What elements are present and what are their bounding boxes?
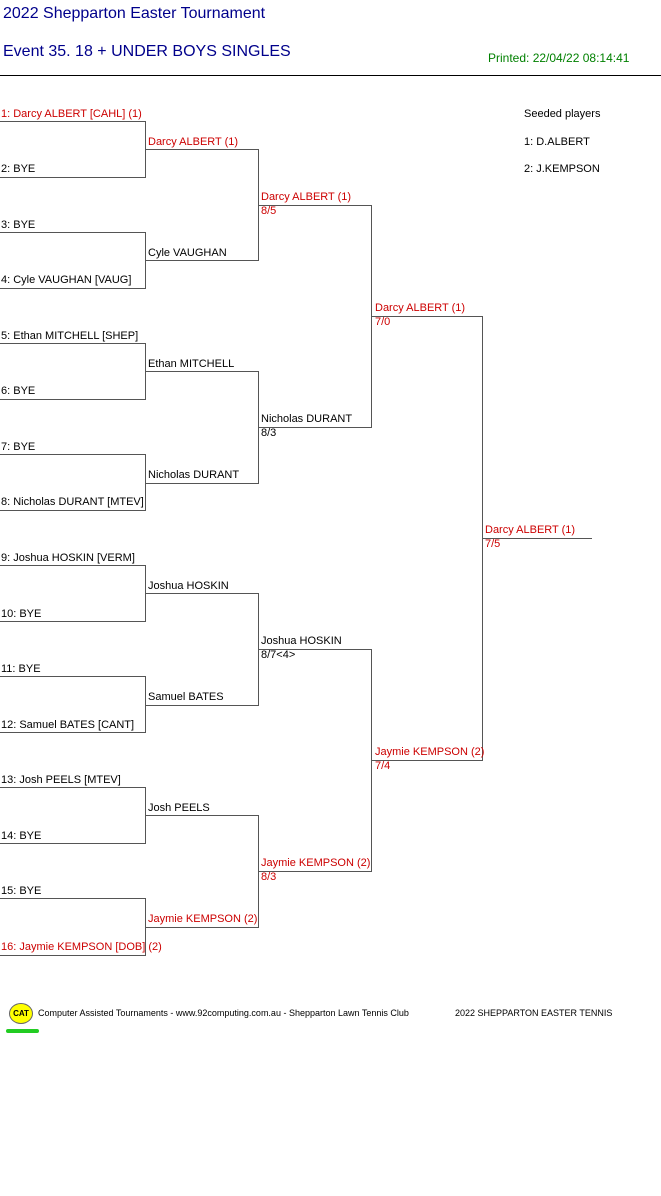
round2-winner: Samuel BATES	[148, 691, 224, 703]
semifinal-winner: Jaymie KEMPSON (2)	[375, 746, 485, 758]
round2-winner: Darcy ALBERT (1)	[148, 136, 239, 148]
draw-slot-2: 2: BYE	[1, 163, 36, 175]
round2-winner: Joshua HOSKIN	[148, 580, 229, 592]
draw-slot-13: 13: Josh PEELS [MTEV]	[1, 774, 121, 786]
round3-score: 8/5	[261, 205, 277, 217]
draw-slot-12: 12: Samuel BATES [CANT]	[1, 719, 135, 731]
draw-slot-10: 10: BYE	[1, 608, 42, 620]
semifinal-score: 7/0	[375, 316, 391, 328]
semifinal-score: 7/4	[375, 760, 391, 772]
tournament-title: 2022 Shepparton Easter Tournament	[3, 5, 266, 22]
draw-slot-1: 1: Darcy ALBERT [CAHL] (1)	[1, 108, 142, 120]
round3-score: 8/3	[261, 427, 277, 439]
round2-winner: Jaymie KEMPSON (2)	[148, 913, 258, 925]
final-score: 7/5	[485, 538, 501, 550]
draw-slot-9: 9: Joshua HOSKIN [VERM]	[1, 552, 135, 564]
round3-score: 8/3	[261, 871, 277, 883]
champion-name: Darcy ALBERT (1)	[485, 524, 576, 536]
cat-logo-icon: CAT	[9, 1003, 33, 1024]
round2-winner: Ethan MITCHELL	[148, 358, 235, 370]
draw-slot-3: 3: BYE	[1, 219, 36, 231]
round3-winner: Joshua HOSKIN	[261, 635, 342, 647]
round2-winner: Cyle VAUGHAN	[148, 247, 227, 259]
header-divider	[0, 75, 661, 76]
draw-slot-16: 16: Jaymie KEMPSON [DOB] (2)	[1, 941, 162, 953]
draw-slot-7: 7: BYE	[1, 441, 36, 453]
seeded-heading: Seeded players	[524, 108, 601, 120]
draw-slot-6: 6: BYE	[1, 385, 36, 397]
logo-underline	[6, 1029, 39, 1033]
seed-item: 1: D.ALBERT	[524, 136, 590, 148]
printed-timestamp: Printed: 22/04/22 08:14:41	[488, 51, 630, 65]
event-title: Event 35. 18 + UNDER BOYS SINGLES	[3, 43, 291, 60]
draw-slot-11: 11: BYE	[1, 663, 41, 675]
round2-winner: Josh PEELS	[148, 802, 210, 814]
footer-credits: Computer Assisted Tournaments - www.92co…	[38, 1008, 409, 1018]
round2-winner: Nicholas DURANT	[148, 469, 240, 481]
draw-slot-5: 5: Ethan MITCHELL [SHEP]	[1, 330, 139, 342]
round3-score: 8/7<4>	[261, 649, 296, 661]
draw-slot-8: 8: Nicholas DURANT [MTEV]	[1, 496, 144, 508]
draw-slot-15: 15: BYE	[1, 885, 42, 897]
round3-winner: Darcy ALBERT (1)	[261, 191, 352, 203]
draw-slot-14: 14: BYE	[1, 830, 42, 842]
footer-event-name: 2022 SHEPPARTON EASTER TENNIS	[455, 1008, 613, 1018]
draw-slot-4: 4: Cyle VAUGHAN [VAUG]	[1, 274, 132, 286]
round3-winner: Nicholas DURANT	[261, 413, 353, 425]
semifinal-winner: Darcy ALBERT (1)	[375, 302, 466, 314]
seed-item: 2: J.KEMPSON	[524, 163, 600, 175]
round3-winner: Jaymie KEMPSON (2)	[261, 857, 371, 869]
